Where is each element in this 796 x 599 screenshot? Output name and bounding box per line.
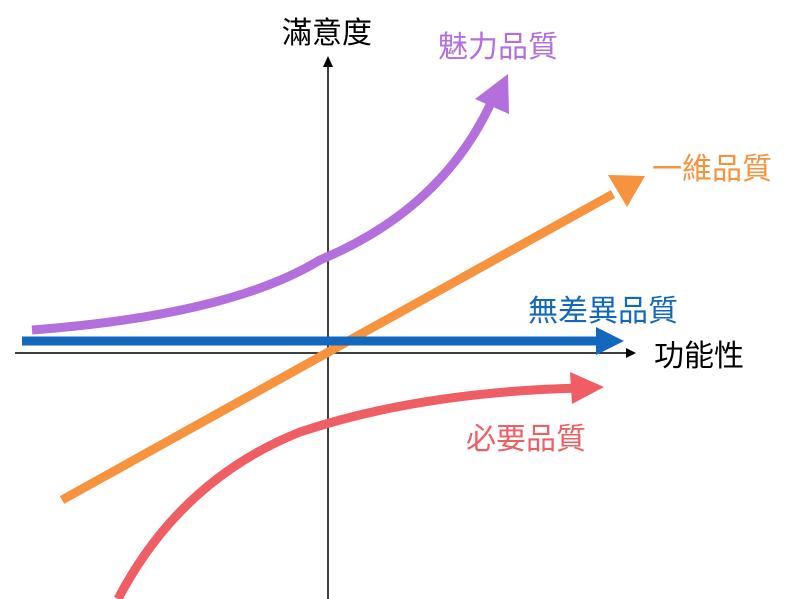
indifferent-quality-label: 無差異品質 (528, 294, 678, 329)
y-axis-arrowhead (323, 56, 333, 67)
curve-one-dimensional-quality (59, 175, 645, 504)
x-axis-label: 功能性 (654, 339, 744, 374)
curve-indifferent-quality (22, 327, 624, 355)
attractive-quality-label: 魅力品質 (438, 30, 558, 65)
must-be-arrowhead (570, 372, 604, 404)
one-dimensional-arrowhead (608, 175, 645, 207)
one-dimensional-line (59, 190, 616, 504)
attractive-curve-line (31, 103, 495, 335)
x-axis-arrowhead (626, 348, 636, 358)
y-axis-label: 滿意度 (282, 16, 372, 51)
must-be-quality-label: 必要品質 (466, 422, 586, 457)
curve-must-be-quality (114, 372, 604, 599)
curve-attractive-quality (31, 74, 509, 335)
attractive-arrowhead (475, 74, 509, 114)
one-dimensional-quality-label: 一維品質 (652, 152, 772, 187)
must-be-curve-line (114, 383, 581, 599)
indifferent-arrowhead (596, 327, 624, 355)
